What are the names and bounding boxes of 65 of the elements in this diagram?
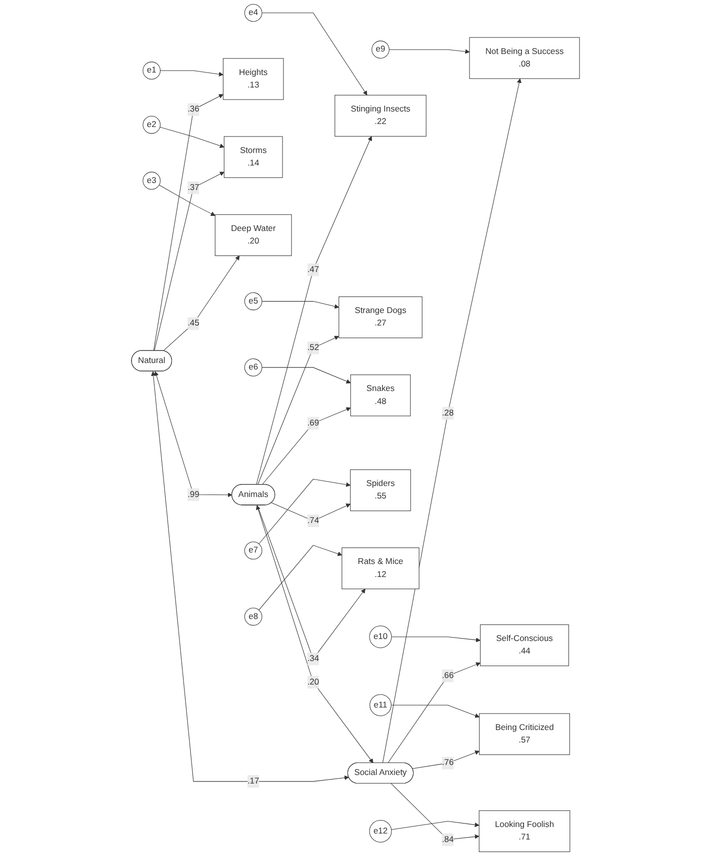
node-box: Rats & Mice .12 [342,548,420,590]
arrow [153,94,224,351]
node-box: Deep Water .20 [214,214,292,256]
arrow [160,70,224,76]
node-circle: e10 [369,626,392,648]
node-circle: e5 [244,292,262,310]
arrow [391,636,480,642]
arrow [258,545,342,610]
node-circle: e8 [244,608,262,626]
arrow [262,367,351,384]
edge-label: .45 [188,318,200,328]
arrow [258,336,340,485]
node-box: Spiders .55 [350,469,411,512]
arrow [388,49,470,54]
node-circle: e11 [370,694,392,716]
edge-label: .28 [442,408,454,418]
edge-label: .17 [247,776,260,786]
node-box: Being Criticized .57 [479,713,570,755]
edge-label: .20 [307,677,320,686]
arrow [271,502,351,522]
node-box: Stinging Insects .22 [334,94,426,137]
arrow [262,301,340,309]
arrow [256,136,372,485]
edge-label: .47 [307,265,320,274]
node-circle: e7 [244,542,262,560]
edge-label: .76 [442,758,454,768]
node-box: Self-Conscious .44 [480,624,569,666]
node-box: Not Being a Success .08 [469,37,580,79]
edge-label: .69 [307,418,320,428]
arrow [390,704,480,718]
node-box: Heights .13 [222,58,284,100]
arrow [262,12,368,96]
arrow [412,750,480,769]
arrow [390,783,480,840]
node-circle: e12 [369,820,392,842]
edge-label: .36 [188,104,200,114]
arrow [151,371,349,782]
arrow [262,407,351,485]
node-circle: e3 [142,172,161,190]
arrow [391,821,480,830]
edge-label: .84 [442,834,454,844]
arrow [388,662,480,764]
arrow [160,126,224,148]
node-circle: e4 [244,4,262,22]
edge-label: .99 [188,490,200,499]
node-box: Strange Dogs .27 [338,296,422,338]
arrow [382,78,522,764]
arrow [154,172,224,351]
node-circle: e9 [372,40,390,58]
node-circle: e6 [244,358,262,376]
node-box: Storms .14 [224,136,283,178]
node-box: Snakes .48 [350,374,411,416]
arrow [258,478,351,544]
arrow [158,184,216,216]
edge-label: .52 [307,343,320,352]
node-circle: e1 [142,62,161,80]
edge-label: .37 [188,182,200,192]
node-circle: e2 [142,116,161,134]
arrow [154,371,232,498]
edge-label: .34 [307,654,320,664]
node-box: Looking Foolish .71 [478,810,570,852]
edge-label: .74 [307,516,320,526]
arrow [163,256,240,352]
edge-label: .66 [442,671,454,680]
arrow [256,505,374,764]
